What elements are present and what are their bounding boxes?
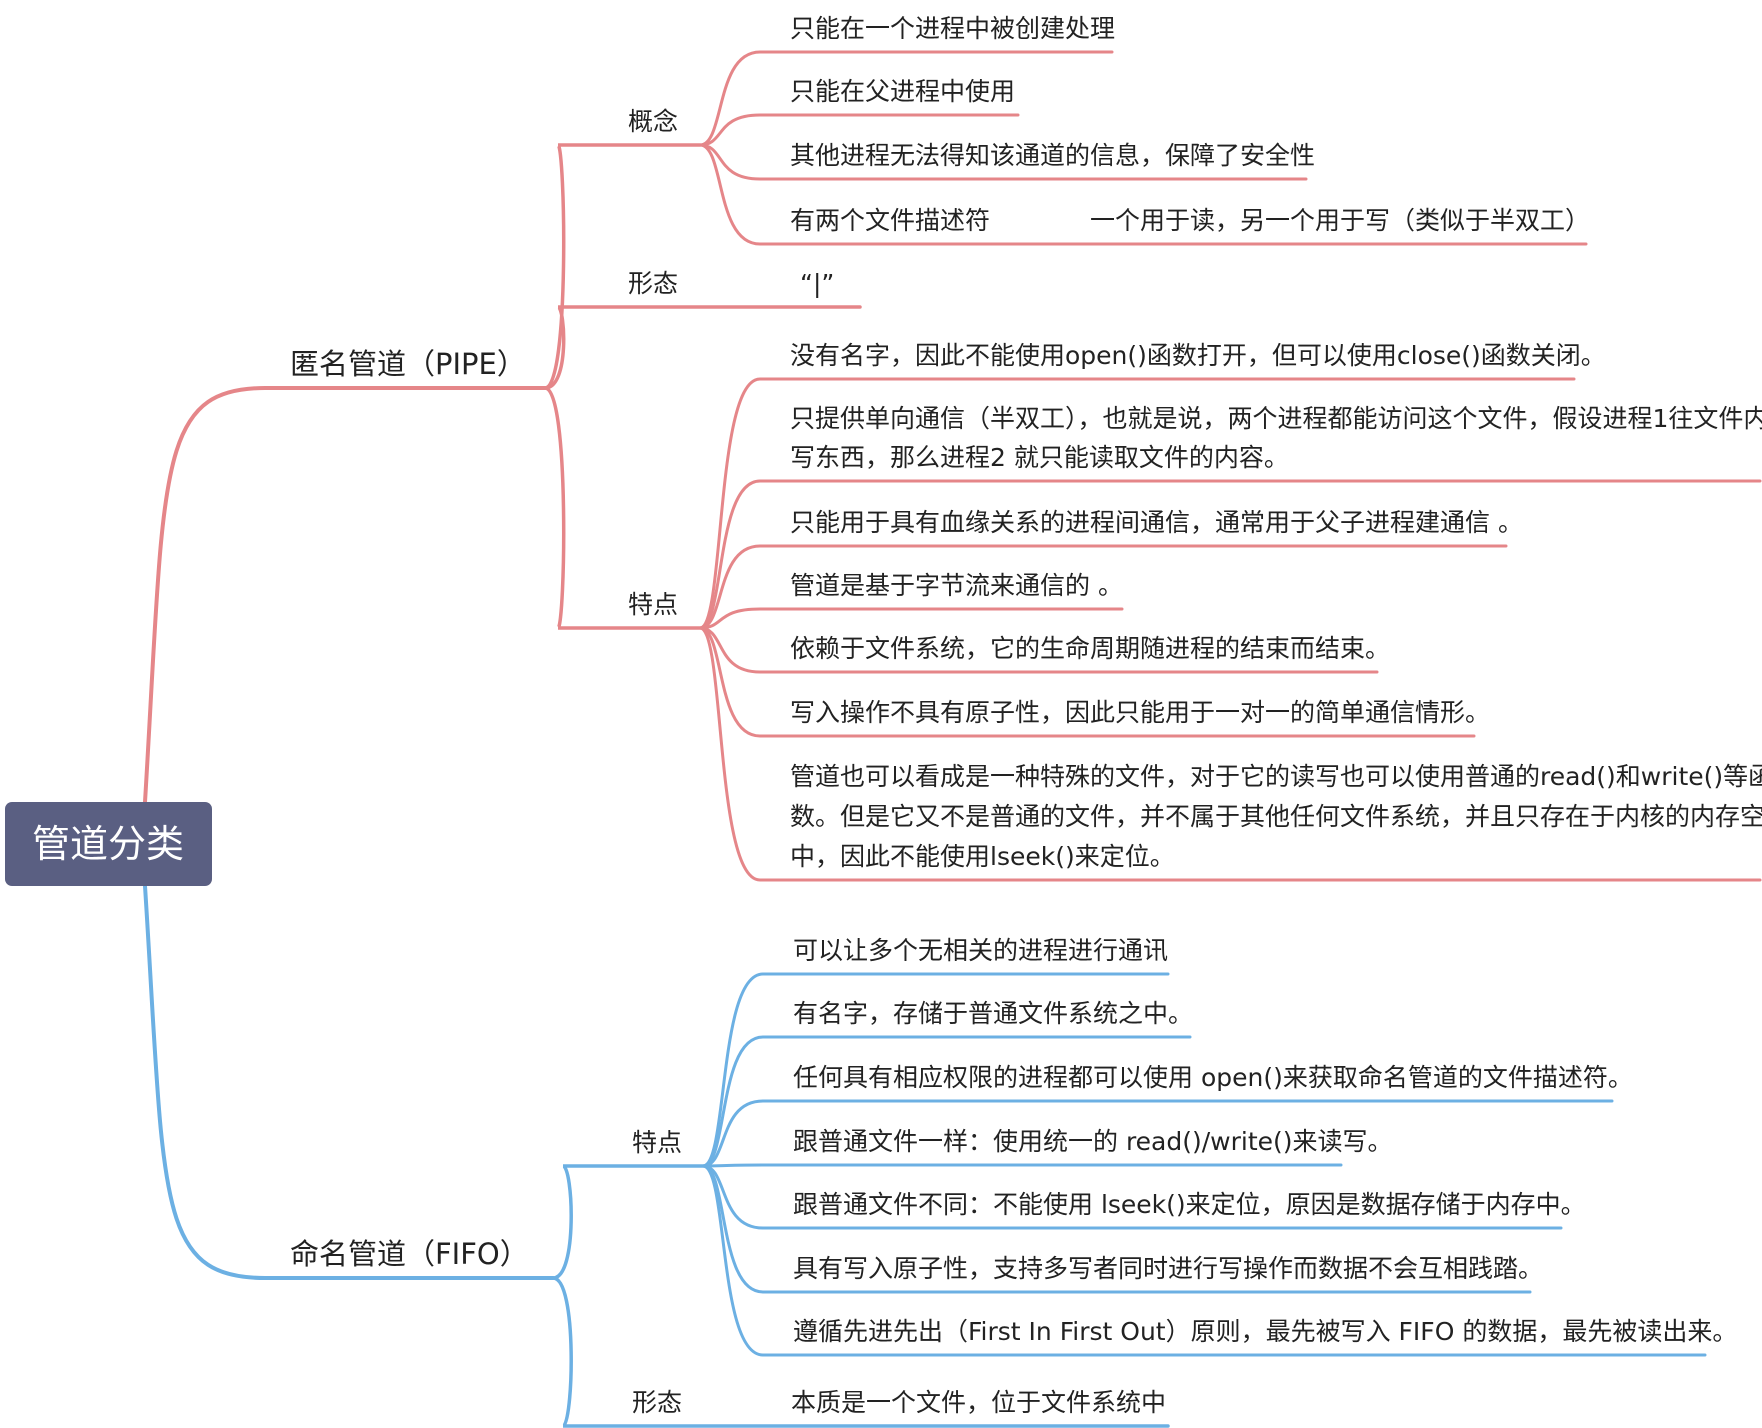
- group-connector: [551, 1276, 1170, 1428]
- item-connector: [698, 479, 1762, 630]
- leaf-text[interactable]: 任何具有相应权限的进程都可以使用 open()来获取命名管道的文件描述符。: [793, 1063, 1633, 1092]
- group-label[interactable]: 形态: [632, 1388, 682, 1417]
- item-connector: [698, 143, 995, 246]
- branch-label[interactable]: 命名管道（FIFO）: [290, 1237, 529, 1271]
- leaf-text[interactable]: 依赖于文件系统，它的生命周期随进程的结束而结束。: [790, 634, 1390, 663]
- leaf-text[interactable]: 写入操作不具有原子性，因此只能用于一对一的简单通信情形。: [790, 698, 1490, 727]
- root-node-box: [5, 802, 212, 886]
- leaf-text[interactable]: 管道是基于字节流来通信的 。: [790, 571, 1123, 600]
- item-connector: [701, 1099, 1614, 1168]
- branch-connector: [143, 884, 555, 1280]
- root-node[interactable]: 管道分类: [5, 802, 212, 886]
- branch-connector: [143, 386, 547, 804]
- leaf-text[interactable]: 一个用于读，另一个用于写（类似于半双工）: [1090, 206, 1590, 235]
- leaf-text[interactable]: 本质是一个文件，位于文件系统中: [791, 1388, 1166, 1417]
- leaf-text[interactable]: 写东西，那么进程2 就只能读取文件的内容。: [790, 443, 1289, 472]
- group-label[interactable]: 特点: [632, 1128, 682, 1157]
- item-connector: [701, 972, 1170, 1168]
- leaf-text[interactable]: 管道也可以看成是一种特殊的文件，对于它的读写也可以使用普通的read()和wri…: [790, 762, 1762, 791]
- leaf-text[interactable]: 具有写入原子性，支持多写者同时进行写操作而数据不会互相践踏。: [793, 1254, 1543, 1283]
- item-connector: [698, 626, 1379, 674]
- leaf-text[interactable]: 其他进程无法得知该通道的信息，保障了安全性: [790, 141, 1315, 170]
- leaf-text[interactable]: “|”: [800, 269, 834, 298]
- item-connector: [698, 626, 1476, 738]
- leaf-text[interactable]: 可以让多个无相关的进程进行通讯: [793, 936, 1168, 965]
- item-connector: [701, 1163, 1343, 1168]
- group-connector: [543, 143, 702, 390]
- leaf-text[interactable]: 只能在父进程中使用: [790, 77, 1015, 106]
- root-node-label: 管道分类: [32, 822, 184, 866]
- leaf-text[interactable]: 中，因此不能使用lseek()来定位。: [790, 842, 1175, 871]
- branch-label[interactable]: 匿名管道（PIPE）: [290, 347, 526, 381]
- connector-lines: [143, 50, 1762, 1428]
- leaf-text[interactable]: 有名字，存储于普通文件系统之中。: [793, 999, 1193, 1028]
- item-connector: [698, 113, 1020, 147]
- item-connector: [698, 607, 1124, 630]
- item-connector: [698, 377, 1576, 630]
- leaf-text[interactable]: 跟普通文件不同：不能使用 lseek()来定位，原因是数据存储于内存中。: [793, 1190, 1586, 1219]
- leaf-text[interactable]: 有两个文件描述符: [790, 206, 990, 235]
- group-label[interactable]: 特点: [628, 590, 678, 619]
- item-connector: [698, 626, 1762, 882]
- item-connector: [701, 1035, 1192, 1168]
- leaf-text[interactable]: 只能用于具有血缘关系的进程间通信，通常用于父子进程建通信 。: [790, 508, 1523, 537]
- topic-nodes: 匿名管道（PIPE） 概念 只能在一个进程中被创建处理只能在父进程中使用其他进程无法…: [290, 14, 1762, 1417]
- group-label[interactable]: 概念: [628, 107, 678, 136]
- group-label[interactable]: 形态: [628, 269, 678, 298]
- leaf-text[interactable]: 遵循先进先出（First In First Out）原则，最先被写入 FIFO …: [793, 1317, 1737, 1346]
- group-connector: [551, 1164, 705, 1280]
- item-connector: [698, 544, 1508, 630]
- leaf-text[interactable]: 没有名字，因此不能使用open()函数打开，但可以使用close()函数关闭。: [790, 341, 1606, 370]
- leaf-text[interactable]: 只提供单向通信（半双工），也就是说，两个进程都能访问这个文件，假设进程1往文件内: [790, 404, 1762, 433]
- item-connector: [698, 143, 1308, 181]
- item-connector: [701, 1164, 1707, 1357]
- item-connector: [698, 50, 1114, 147]
- leaf-text[interactable]: 跟普通文件一样：使用统一的 read()/write()来读写。: [793, 1127, 1393, 1156]
- group-connector: [543, 305, 862, 390]
- leaf-text[interactable]: 只能在一个进程中被创建处理: [790, 14, 1115, 43]
- leaf-text[interactable]: 数。但是它又不是普通的文件，并不属于其他任何文件系统，并且只存在于内核的内存空间: [790, 802, 1762, 831]
- group-connector: [543, 386, 702, 630]
